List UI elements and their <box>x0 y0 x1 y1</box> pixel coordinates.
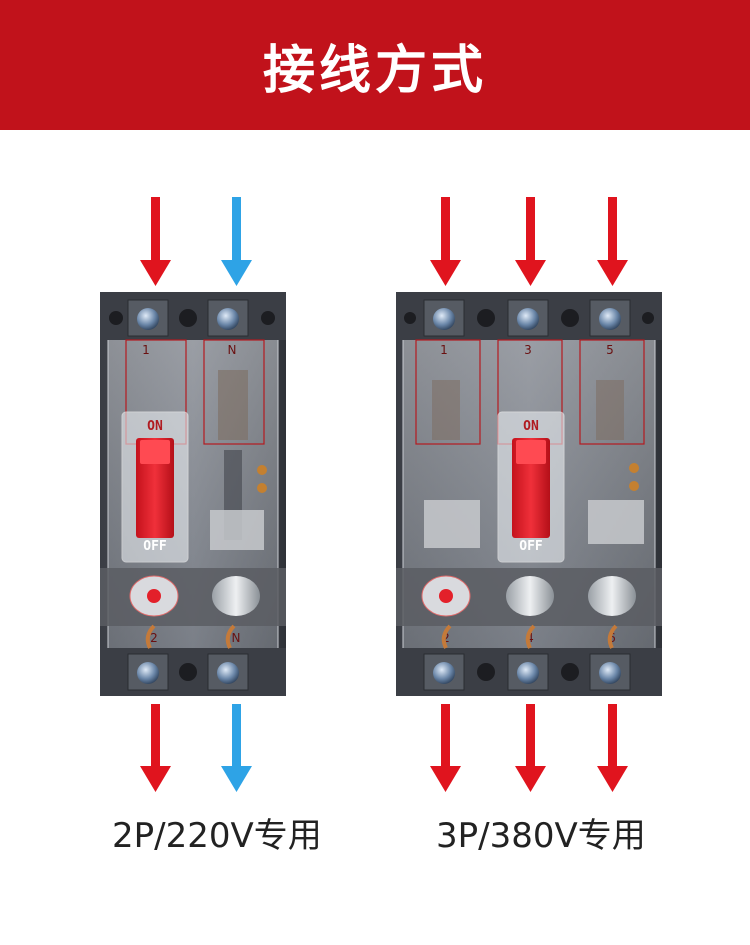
arrow-out-neutral-2p <box>221 704 252 792</box>
breaker-2p: 1 N ON OFF 2 N <box>100 197 286 792</box>
arrow-out-phase-2 <box>515 704 546 792</box>
arrow-in-line-2p <box>140 197 171 286</box>
arrow-out-line-2p <box>140 704 171 792</box>
terminal-screw-icon <box>217 662 239 684</box>
terminal-screw-icon <box>433 662 455 684</box>
terminal-label-top: N <box>228 343 237 357</box>
terminal-label-top: 5 <box>606 343 614 357</box>
terminal-label-bottom: 2 <box>442 631 450 645</box>
arrow-in-neutral-2p <box>221 197 252 286</box>
switch-off-label: OFF <box>143 539 167 554</box>
page-title: 接线方式 <box>262 40 487 101</box>
switch-off-label: OFF <box>519 539 543 554</box>
breaker-3p: 1 3 5 ON OFF 2 4 6 <box>396 197 662 792</box>
arrow-out-phase-1 <box>430 704 461 792</box>
caption-3p: 3P/380V专用 <box>436 816 646 856</box>
terminal-label-bottom: 4 <box>526 631 534 645</box>
switch-on-label: ON <box>147 419 163 434</box>
terminal-screw-icon <box>517 308 539 330</box>
reset-button-icon <box>147 589 161 603</box>
terminal-label-bottom: 2 <box>150 631 158 645</box>
arrow-out-phase-3 <box>597 704 628 792</box>
arrow-in-phase-2 <box>515 197 546 286</box>
wiring-illustration: 1 N ON OFF 2 N <box>100 197 662 792</box>
terminal-screw-icon <box>137 308 159 330</box>
terminal-screw-icon <box>433 308 455 330</box>
switch-on-label: ON <box>523 419 539 434</box>
reset-button-icon <box>439 589 453 603</box>
terminal-screw-icon <box>217 308 239 330</box>
header-banner: 接线方式 <box>0 0 750 130</box>
terminal-label-bottom: 6 <box>608 631 616 645</box>
terminal-label-top: 1 <box>142 343 150 357</box>
caption-2p: 2P/220V专用 <box>112 816 322 856</box>
terminal-label-bottom: N <box>232 631 241 645</box>
terminal-label-top: 3 <box>524 343 532 357</box>
terminal-screw-icon <box>137 662 159 684</box>
terminal-label-top: 1 <box>440 343 448 357</box>
terminal-screw-icon <box>517 662 539 684</box>
arrow-in-phase-1 <box>430 197 461 286</box>
terminal-screw-icon <box>599 308 621 330</box>
terminal-screw-icon <box>599 662 621 684</box>
arrow-in-phase-3 <box>597 197 628 286</box>
